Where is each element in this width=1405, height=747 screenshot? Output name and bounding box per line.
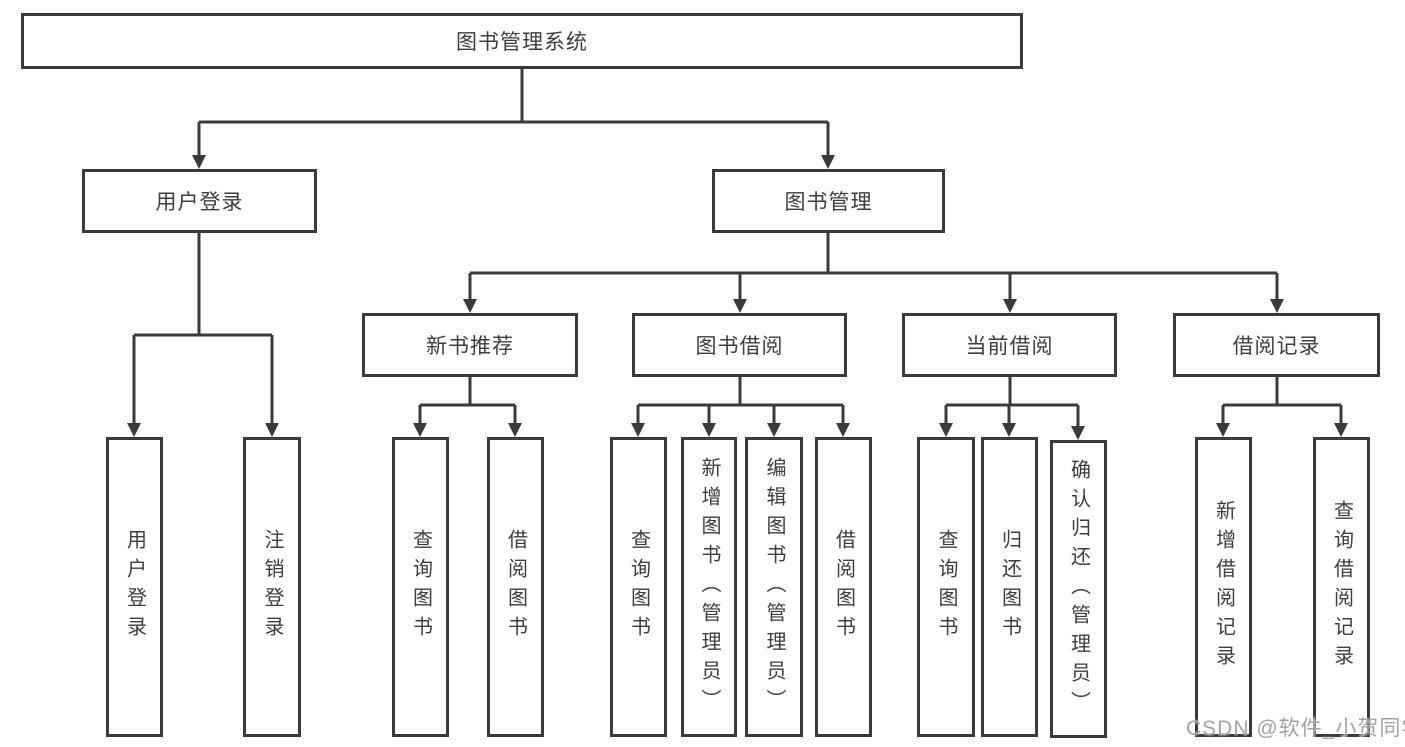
- node-book-borrow: 图书借阅: [632, 313, 847, 377]
- node-root-label: 图书管理系统: [456, 31, 588, 54]
- leaf-add-borrow-record-label: 新增借阅记录: [1212, 500, 1235, 674]
- leaf-query-book-recommend-label: 查询图书: [409, 529, 432, 645]
- leaf-add-borrow-record: 新增借阅记录: [1195, 437, 1252, 737]
- node-new-book-recommend-label: 新书推荐: [426, 335, 514, 358]
- node-borrow-records-label: 借阅记录: [1232, 335, 1321, 358]
- leaf-borrow-book-recommend-label: 借阅图书: [504, 529, 527, 645]
- leaf-query-book-borrow: 查询图书: [610, 437, 667, 737]
- leaf-confirm-return-admin: 确认归还（管理员）: [1050, 440, 1107, 738]
- leaf-add-book-admin: 新增图书（管理员）: [681, 437, 737, 737]
- leaf-return-book: 归还图书: [981, 437, 1038, 737]
- leaf-borrow-book-label: 借阅图书: [832, 529, 855, 645]
- node-user-login: 用户登录: [82, 169, 317, 233]
- arrowheads: [127, 155, 1348, 440]
- node-current-borrow: 当前借阅: [902, 313, 1117, 377]
- node-new-book-recommend: 新书推荐: [362, 313, 578, 377]
- leaf-borrow-book: 借阅图书: [815, 437, 872, 737]
- leaf-query-book-current: 查询图书: [917, 437, 975, 737]
- leaf-return-book-label: 归还图书: [998, 529, 1021, 645]
- leaf-query-book-borrow-label: 查询图书: [627, 529, 650, 645]
- node-current-borrow-label: 当前借阅: [965, 335, 1054, 358]
- node-borrow-records: 借阅记录: [1173, 313, 1380, 377]
- leaf-edit-book-admin-label: 编辑图书（管理员）: [763, 456, 785, 718]
- leaf-logout: 注销登录: [243, 437, 301, 737]
- leaf-query-borrow-record: 查询借阅记录: [1313, 437, 1370, 737]
- leaf-query-book-recommend: 查询图书: [392, 437, 449, 737]
- node-book-management-label: 图书管理: [784, 191, 873, 214]
- tree-edges: [132, 69, 1343, 427]
- leaf-user-login: 用户登录: [106, 437, 163, 737]
- csdn-watermark: CSDN @软件_小贺同学: [1186, 717, 1405, 740]
- leaf-add-book-admin-label: 新增图书（管理员）: [698, 456, 720, 718]
- leaf-borrow-book-recommend: 借阅图书: [487, 437, 544, 737]
- leaf-logout-label: 注销登录: [261, 529, 283, 645]
- node-user-login-label: 用户登录: [155, 191, 244, 214]
- leaf-edit-book-admin: 编辑图书（管理员）: [745, 437, 803, 737]
- leaf-query-borrow-record-label: 查询借阅记录: [1330, 500, 1353, 674]
- leaf-confirm-return-admin-label: 确认归还（管理员）: [1067, 458, 1090, 720]
- node-book-management: 图书管理: [712, 169, 945, 233]
- node-book-borrow-label: 图书借阅: [695, 335, 784, 358]
- leaf-query-book-current-label: 查询图书: [935, 529, 957, 645]
- node-root-system: 图书管理系统: [21, 13, 1023, 69]
- leaf-user-login-label: 用户登录: [123, 529, 146, 645]
